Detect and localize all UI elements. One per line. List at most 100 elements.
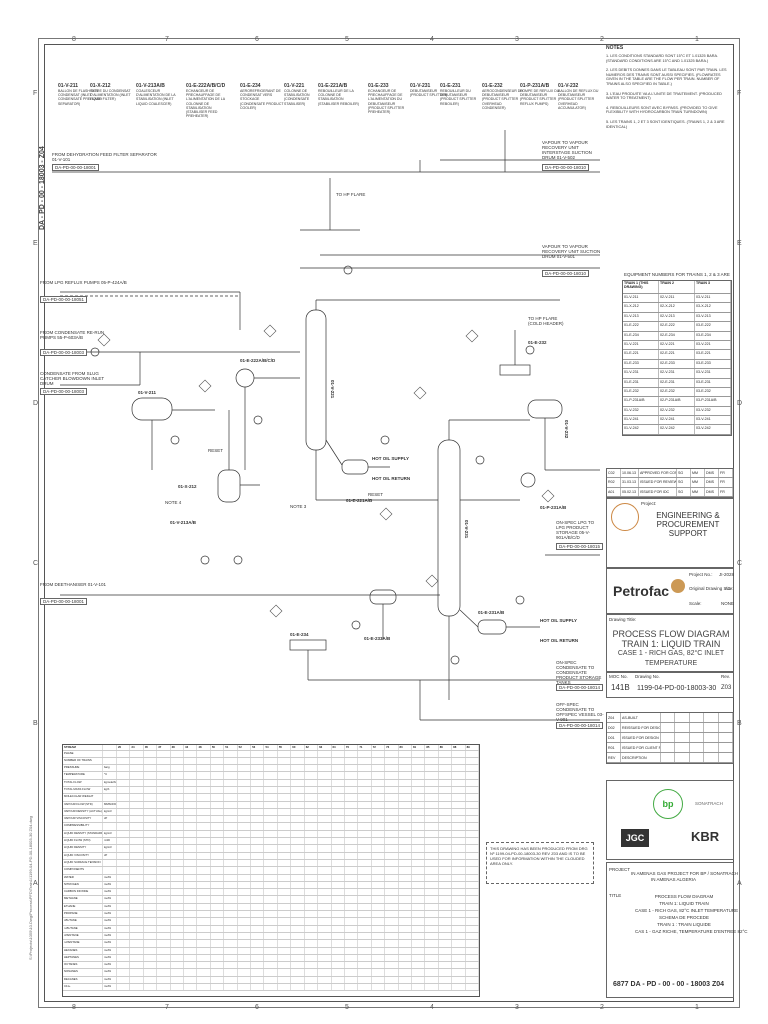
stream-cell <box>358 911 372 918</box>
stream-cell <box>291 859 305 867</box>
stream-cell <box>117 903 131 911</box>
stream-cell <box>466 779 479 786</box>
stream-cell <box>144 786 158 794</box>
stream-cell <box>318 940 332 947</box>
stream-cell <box>171 823 185 830</box>
zone-label: E <box>33 240 38 247</box>
condensate-slug-ref[interactable]: DA-PD-00-00-18003 <box>40 388 88 395</box>
tag-e221[interactable]: 01-E-221A/B <box>346 498 373 503</box>
vapour-to-vru2-ref[interactable]: DA-PD-00-00-18010 <box>542 164 590 171</box>
tag-e222[interactable]: 01-E-222A/B/C/D <box>240 358 276 363</box>
tag-v221[interactable]: 01-V-221 <box>330 380 335 399</box>
stream-cell <box>238 786 252 794</box>
stream-column: 81 <box>412 745 426 750</box>
to-condensate-storage-ref[interactable]: DA-PD-00-00-18014 <box>556 684 604 691</box>
stream-cell <box>425 984 439 991</box>
stream-cell <box>171 816 185 823</box>
off-spec-ref[interactable]: DA-PD-00-00-18014 <box>556 722 604 729</box>
tag-v231[interactable]: 01-V-231 <box>464 520 469 539</box>
stream-cell <box>144 838 158 845</box>
stream-cell <box>157 918 171 925</box>
stream-cell <box>157 925 171 932</box>
revision-cell <box>661 743 675 752</box>
stream-cell <box>412 947 426 954</box>
stream-cell <box>332 889 345 896</box>
stream-column: 55 <box>278 745 292 750</box>
tag-x212[interactable]: 01-X-212 <box>178 484 197 489</box>
stream-cell <box>345 940 359 947</box>
stream-cell <box>332 823 345 830</box>
tag-e232[interactable]: 01-E-232 <box>528 340 547 345</box>
stream-cell <box>117 765 131 772</box>
from-deethaniser-ref[interactable]: DA-PD-00-00-18001 <box>40 598 88 605</box>
revision-cell: AS-BUILT <box>621 713 661 722</box>
original-size: A1 <box>725 586 731 591</box>
stream-cell <box>412 765 426 772</box>
tag-p231[interactable]: 01-P-231A/B <box>540 505 567 510</box>
from-dehydration-label: FROM DEHYDRATION FEED FILTER SEPARATOR 0… <box>52 152 157 162</box>
stream-cell <box>144 750 158 757</box>
stream-cell <box>332 932 345 940</box>
stream-cell <box>278 932 292 940</box>
stream-cell <box>117 918 131 925</box>
stream-row-label: LIQUID FLOW (STD) <box>63 838 103 845</box>
from-dehydration-ref[interactable]: DA-PD-00-00-18001 <box>52 164 100 171</box>
stream-row: VAPOUR DENSITY (ACTUAL)kg/m3 <box>63 808 479 817</box>
stream-cell <box>197 816 211 823</box>
stream-cell <box>157 881 171 889</box>
stream-cell <box>345 918 359 925</box>
stream-cell <box>439 816 453 823</box>
vapour-to-recovery-ref[interactable]: DA-PD-00-00-18010 <box>542 270 590 277</box>
from-lpg-ref[interactable]: DA-PD-00-00-18051 <box>40 296 88 303</box>
stream-cell <box>171 881 185 889</box>
stream-row-label: ETHANE <box>63 903 103 911</box>
tag-v213[interactable]: 01-V-213A/B <box>170 520 197 525</box>
stream-cell <box>318 969 332 976</box>
to-lpg-storage-ref[interactable]: DA-PD-00-00-18015 <box>556 543 604 550</box>
stream-cell <box>144 823 158 830</box>
table-cell: 01-P-231A/B <box>623 397 659 406</box>
stream-cell <box>278 947 292 954</box>
stream-cell <box>291 947 305 954</box>
tag-v211[interactable]: 01-V-211 <box>138 390 157 395</box>
equipment-tag: 01-V-221 <box>284 83 305 89</box>
stream-cell <box>238 947 252 954</box>
tag-e231[interactable]: 01-E-231A/B <box>478 610 505 615</box>
stream-cell <box>184 852 198 859</box>
zone-label: B <box>33 720 38 727</box>
tag-v232[interactable]: 01-V-232 <box>564 420 569 439</box>
from-condensate-ref[interactable]: DA-PD-00-00-18003 <box>40 349 88 356</box>
stream-row-unit: mol% <box>103 881 117 889</box>
stream-cell <box>412 940 426 947</box>
stream-cell <box>372 867 386 874</box>
stream-cell <box>117 954 131 962</box>
stream-cell <box>251 830 265 838</box>
stream-cell <box>345 801 359 808</box>
stream-cell <box>452 852 466 859</box>
stream-cell <box>332 794 345 801</box>
stream-cell <box>238 874 252 881</box>
stream-cell <box>332 867 345 874</box>
stream-cell <box>117 852 131 859</box>
stream-row-unit: barg <box>103 765 117 772</box>
equipment-desc: POMPE DE REFLUX DU DEBUTANISEUR (PRODUCT… <box>520 89 560 106</box>
stream-cell <box>425 881 439 889</box>
tag-e233[interactable]: 01-E-233A/B <box>364 636 391 641</box>
hot-oil-return-1: HOT OIL RETURN <box>372 476 411 481</box>
stream-cell <box>318 925 332 932</box>
tag-e234[interactable]: 01-E-234 <box>290 632 309 637</box>
stream-cell <box>157 772 171 779</box>
